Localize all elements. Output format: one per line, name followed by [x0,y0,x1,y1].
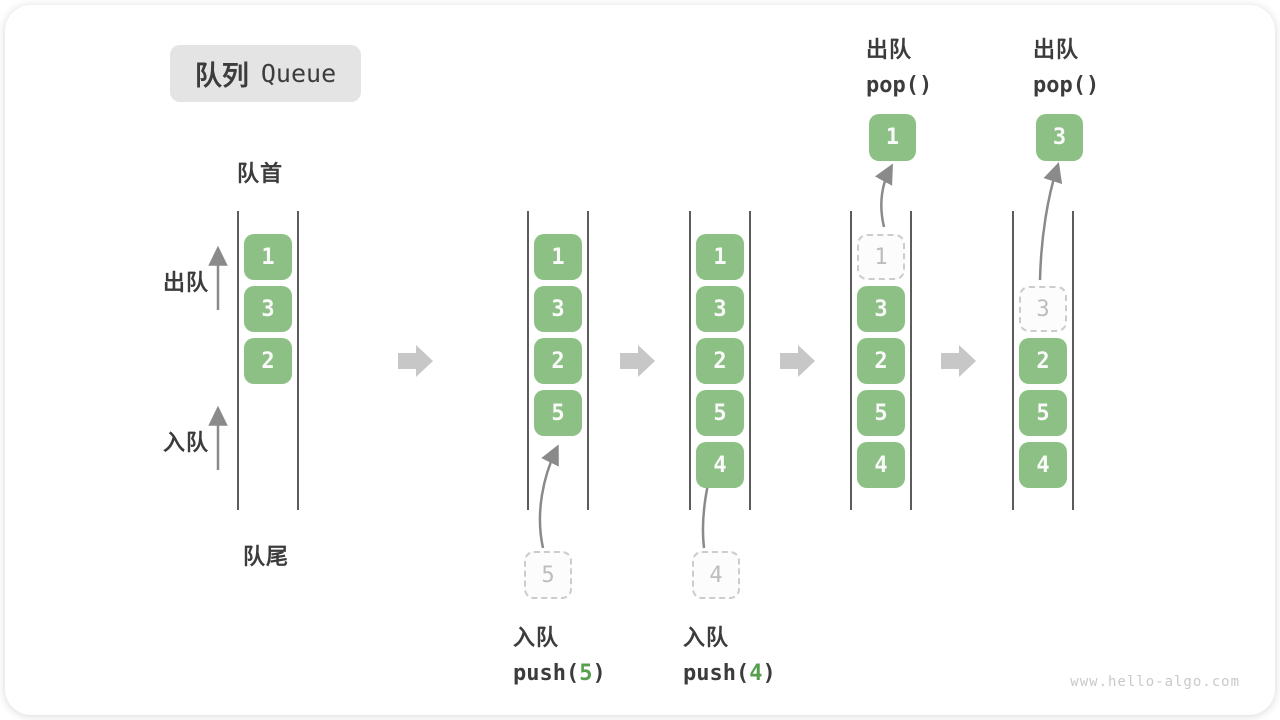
queue-cell: 2 [534,338,582,384]
queue-cell: 2 [1019,338,1067,384]
queue-cell: 1 [696,234,744,280]
queue-cell: 3 [696,286,744,332]
queue-rear-label: 队尾 [243,544,290,569]
code-post: ) [762,661,776,686]
code-arg: 5 [579,661,593,686]
operation-push4-label: 入队 [683,625,730,650]
queue-state-1: 1 3 2 [237,211,299,510]
popped-element-3: 3 [1036,114,1083,161]
operation-push5-label: 入队 [513,625,560,650]
popped-element-1: 1 [869,114,916,161]
removed-element-ghost-3: 3 [1019,286,1067,332]
queue-cell: 4 [1019,442,1067,488]
operation-push5: 入队 push(5) [513,620,606,686]
queue-cell: 4 [857,442,905,488]
operation-pop1: 出队 pop() [866,32,932,98]
queue-state-4: 1 3 2 5 4 [850,211,912,510]
queue-cell: 1 [244,234,292,280]
queue-state-3: 1 3 2 5 4 [689,211,751,510]
queue-cell: 3 [857,286,905,332]
code-pre: push( [513,661,580,686]
operation-pop1-label: 出队 [866,37,913,62]
diagram-card [5,5,1275,715]
operation-pop1-code: pop() [866,73,933,98]
queue-cell: 4 [696,442,744,488]
code-pre: push( [683,661,750,686]
queue-state-2: 1 3 2 5 [527,211,589,510]
site-watermark: www.hello-algo.com [1070,674,1240,690]
queue-cell: 1 [534,234,582,280]
operation-pop2-label: 出队 [1033,37,1080,62]
operation-pop2-code: pop() [1033,73,1100,98]
operation-push4-code: push(4) [683,661,776,686]
operation-pop2: 出队 pop() [1033,32,1099,98]
incoming-element-ghost-5: 5 [524,551,572,599]
removed-element-ghost-1: 1 [857,234,905,280]
incoming-element-ghost-4: 4 [692,551,740,599]
operation-push4: 入队 push(4) [683,620,776,686]
queue-cell: 5 [1019,390,1067,436]
queue-cell: 5 [696,390,744,436]
code-arg: 4 [749,661,763,686]
queue-front-label: 队首 [237,161,284,186]
code-post: ) [592,661,606,686]
queue-cell: 2 [857,338,905,384]
dequeue-side-label: 出队 [163,270,210,295]
queue-cell: 3 [534,286,582,332]
queue-cell: 5 [534,390,582,436]
queue-state-5: 3 2 5 4 [1012,211,1074,510]
queue-cell: 2 [696,338,744,384]
title-zh: 队列 [194,61,249,91]
queue-cell: 3 [244,286,292,332]
enqueue-side-label: 入队 [163,430,210,455]
title-badge: 队列 Queue [170,45,361,102]
queue-cell: 2 [244,338,292,384]
operation-push5-code: push(5) [513,661,606,686]
queue-cell: 5 [857,390,905,436]
title-en: Queue [260,59,337,88]
